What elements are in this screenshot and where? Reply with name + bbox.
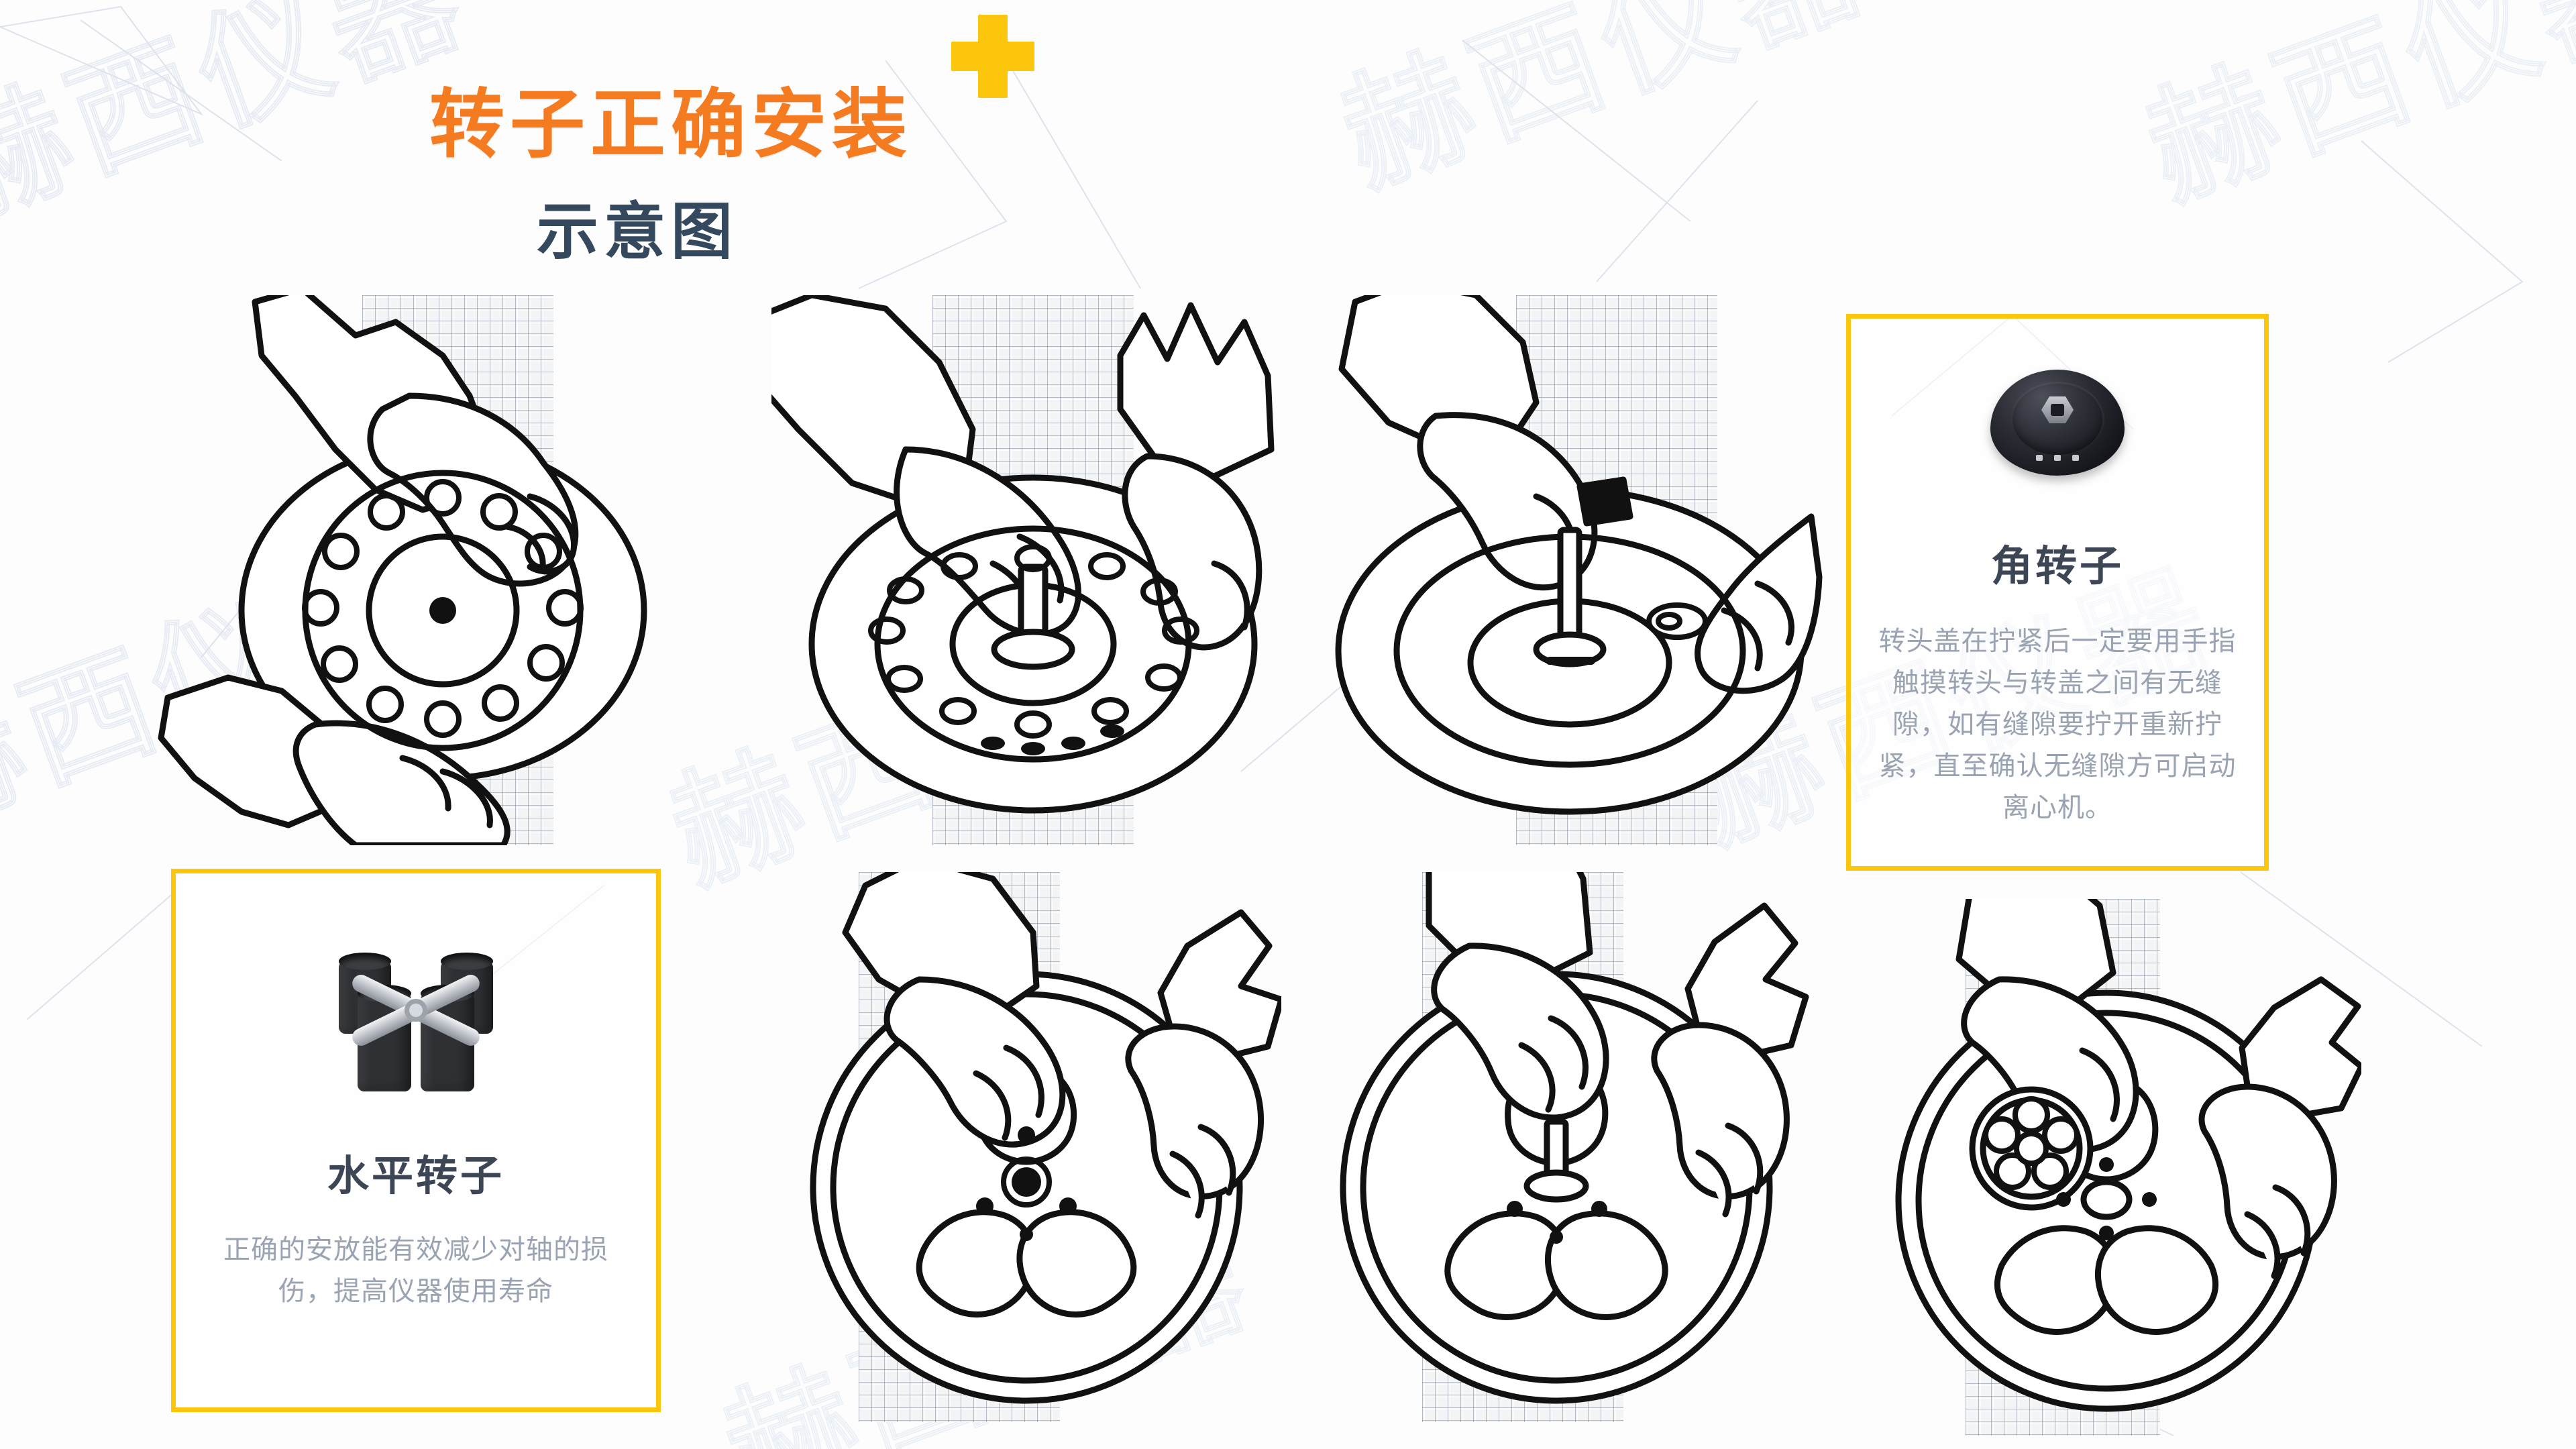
illustration-panel-step-5	[1301, 872, 1811, 1422]
swing-rotor-card-body: 正确的安放能有效减少对轴的损伤，提高仪器使用寿命	[223, 1235, 608, 1306]
page-subtitle: 示意图	[537, 198, 739, 266]
watermark: 赫西仪器	[0, 0, 486, 244]
line-art	[1335, 295, 1823, 815]
watermark: 赫西仪器	[2129, 0, 2576, 224]
angle-rotor-figure	[1851, 366, 2264, 480]
angle-rotor-card-body: 转头盖在拧紧后一定要用手指触摸转头与转盖之间有无缝隙，如有缝隙要拧开重新拧紧，直…	[1878, 627, 2237, 822]
illustration-panel-step-4	[771, 872, 1281, 1422]
swing-out-rotor-icon	[332, 944, 500, 1095]
swing-rotor-figure	[176, 944, 656, 1095]
illustration-panel-step-1	[154, 295, 664, 845]
angle-rotor-icon	[1990, 366, 2125, 480]
line-art	[1895, 899, 2361, 1412]
illustration-panel-step-2	[771, 295, 1281, 845]
illustration-panel-step-6	[1851, 899, 2361, 1436]
angle-rotor-card-title: 角转子	[1990, 543, 2124, 590]
page-title: 转子正确安装	[429, 83, 912, 166]
illustration-panel-step-3	[1315, 295, 1825, 845]
swing-rotor-card[interactable]: 水平转子 正确的安放能有效减少对轴的损伤，提高仪器使用寿命	[171, 869, 661, 1412]
watermark: 赫西仪器	[1324, 0, 1888, 211]
angle-rotor-card[interactable]: 角转子 转头盖在拧紧后一定要用手指触摸转头与转盖之间有无缝隙，如有缝隙要拧开重新…	[1846, 314, 2269, 871]
plus-icon	[951, 15, 1034, 98]
line-art	[158, 295, 647, 845]
line-art	[810, 872, 1281, 1404]
swing-rotor-card-title: 水平转子	[327, 1153, 504, 1199]
line-art	[1340, 872, 1809, 1404]
line-art	[771, 295, 1275, 814]
